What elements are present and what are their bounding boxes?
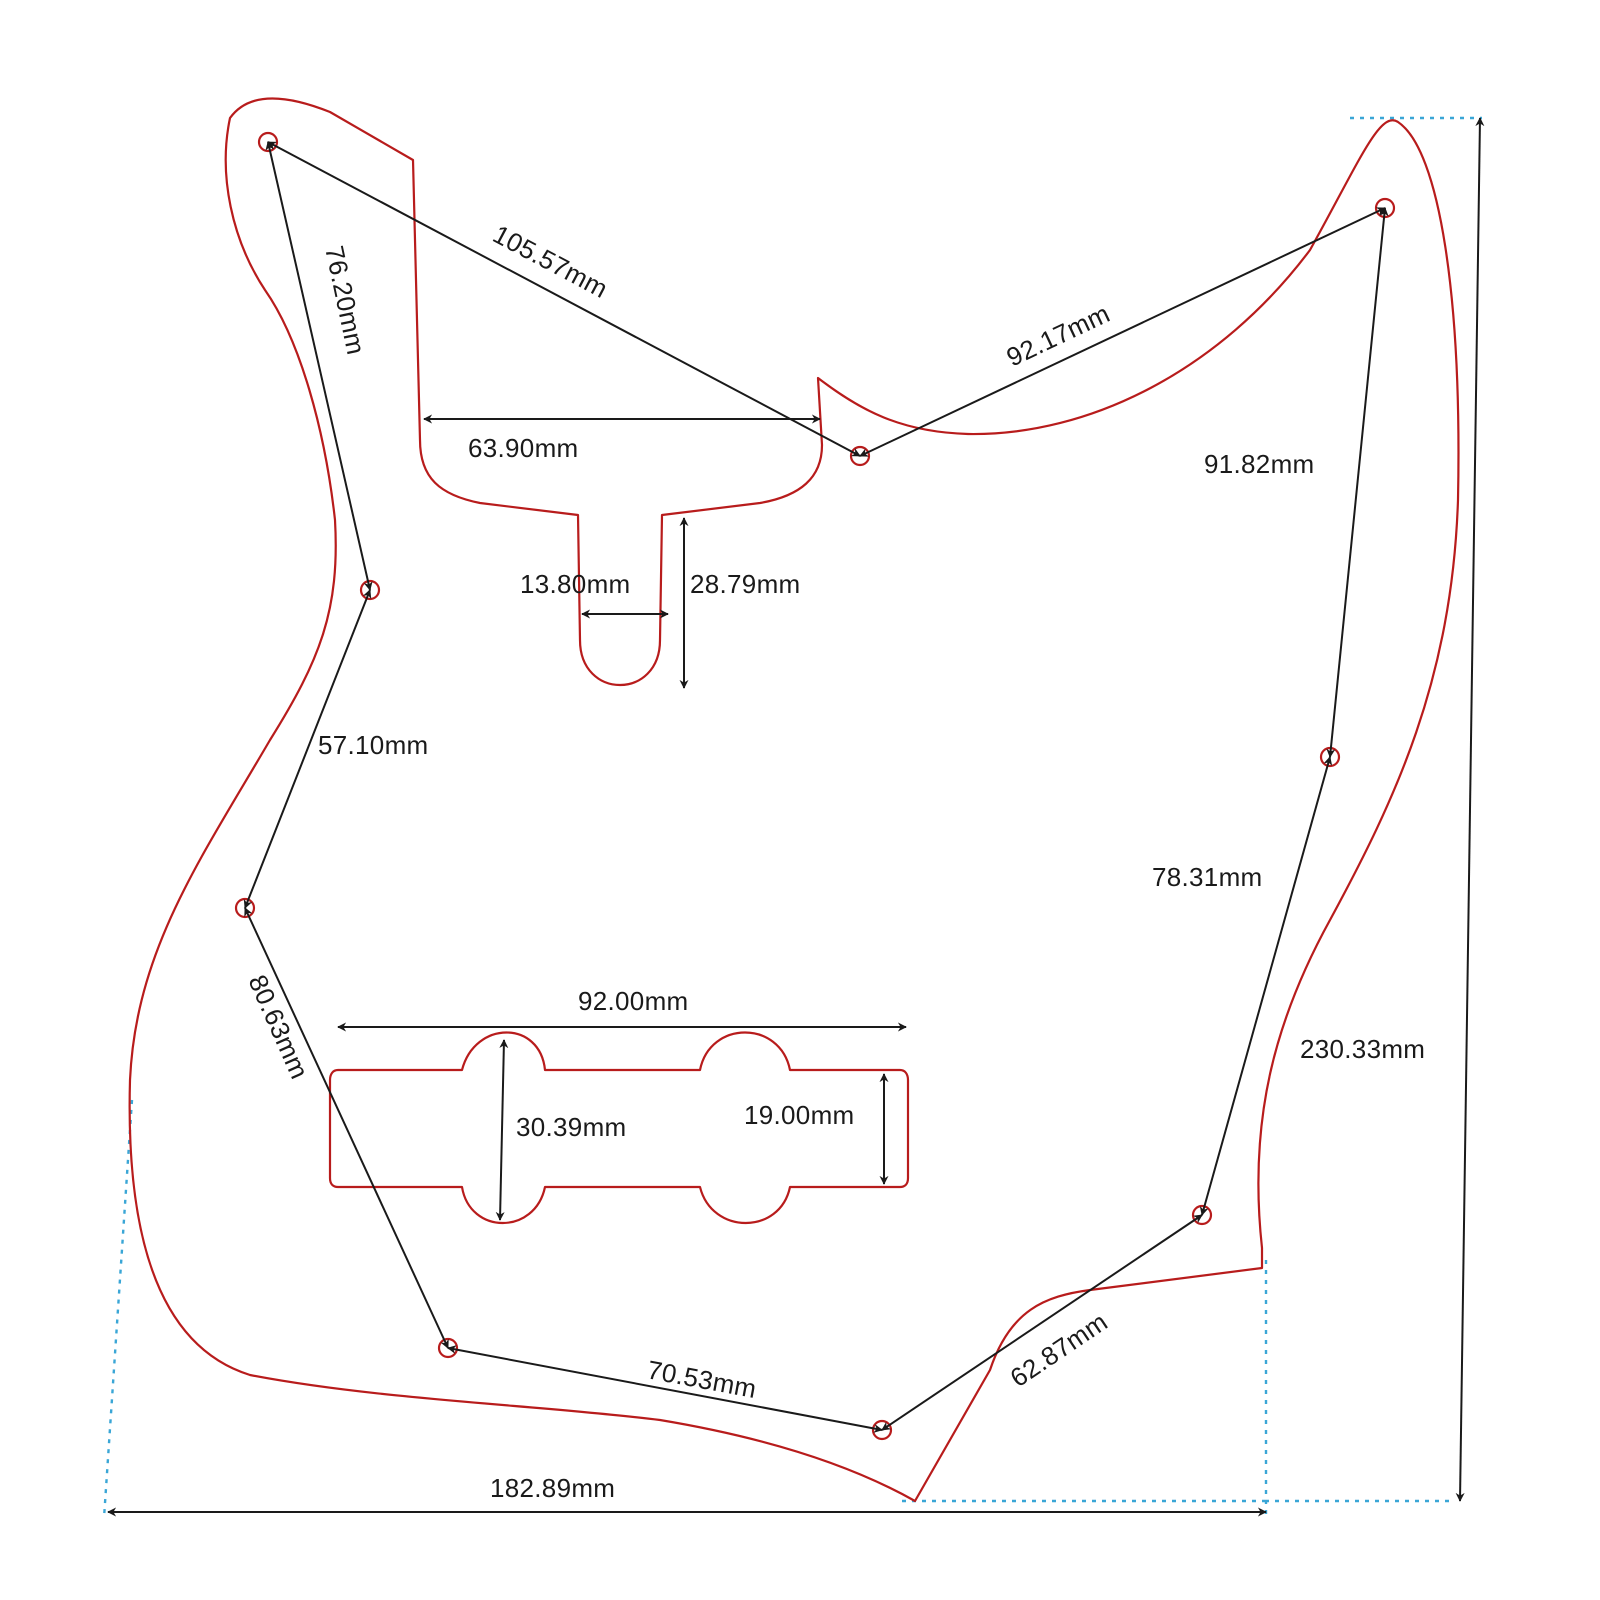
label-left-lower: 80.63mm	[243, 970, 315, 1083]
label-neck-pocket-width: 63.90mm	[468, 433, 578, 463]
dimension-line-left-lower	[244, 907, 449, 1349]
label-pickup-outer-height: 30.39mm	[516, 1112, 626, 1142]
dimension-lines	[107, 117, 1485, 1517]
label-left-middle: 57.10mm	[318, 730, 428, 760]
label-pickup-inner-height: 19.00mm	[744, 1100, 854, 1130]
pickguard-body-outline	[128, 97, 1460, 1503]
dimension-line-left-middle	[243, 589, 372, 909]
dimension-line-bottom-left	[447, 1345, 883, 1433]
label-overall-height: 230.33mm	[1300, 1034, 1425, 1064]
dimension-line-right-middle	[1199, 756, 1333, 1216]
mounting-holes	[234, 131, 1396, 1441]
label-pickup-width: 92.00mm	[578, 986, 688, 1016]
label-upper-left-vertical: 76.20mm	[319, 243, 371, 357]
dimension-line-overall-height	[1455, 117, 1485, 1502]
label-bottom-right: 62.87mm	[1005, 1306, 1113, 1393]
label-right-upper-vertical: 91.82mm	[1204, 449, 1314, 479]
label-overall-width: 182.89mm	[490, 1473, 615, 1503]
label-slot-width: 13.80mm	[520, 569, 630, 599]
dimension-line-pickup-outer-height	[495, 1039, 509, 1221]
dimension-line-upper-left-vertical	[265, 141, 373, 591]
label-upper-right-diagonal: 92.17mm	[1002, 298, 1115, 372]
label-right-middle: 78.31mm	[1152, 862, 1262, 892]
pickguard-outline	[128, 97, 1460, 1503]
guide-left-vertical	[102, 1099, 134, 1519]
dimension-line-upper-right-diagonal	[859, 207, 1386, 457]
dimension-line-right-upper-vertical	[1326, 207, 1389, 758]
dimension-line-bottom-right	[881, 1214, 1203, 1431]
label-slot-height: 28.79mm	[690, 569, 800, 599]
